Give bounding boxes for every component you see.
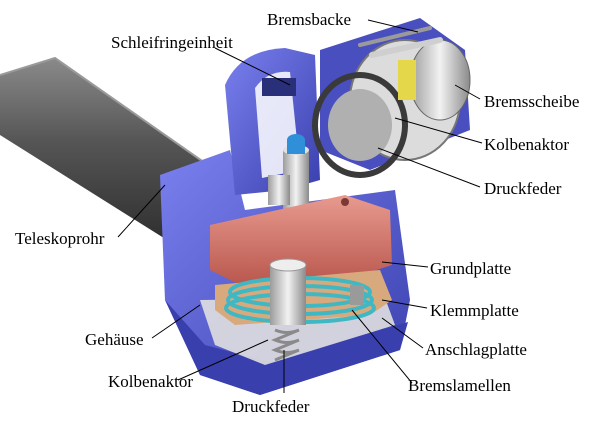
lamellae-stack [215,258,392,325]
label-bremslamellen: Bremslamellen [408,376,511,395]
label-kolbenaktor-bottom: Kolbenaktor [108,372,193,391]
label-gehaeuse: Gehäuse [85,330,144,349]
label-bremsbacke: Bremsbacke [267,10,352,29]
lower-spring [271,328,300,362]
label-bremsscheibe: Bremsscheibe [484,92,580,111]
label-schleifringeinheit: Schleifringeinheit [111,33,233,52]
brake-disc-assembly [312,18,471,178]
label-teleskoprohr: Teleskoprohr [15,229,105,248]
label-druckfeder-top: Druckfeder [484,179,562,198]
label-kolbenaktor-top: Kolbenaktor [484,135,569,154]
label-anschlagplatte: Anschlagplatte [425,340,527,359]
leader-lines [117,19,483,393]
label-grundplatte: Grundplatte [430,259,512,278]
label-klemmplatte: Klemmplatte [430,301,519,320]
base-plate [210,195,392,285]
label-druckfeder-bottom: Druckfeder [232,397,310,416]
